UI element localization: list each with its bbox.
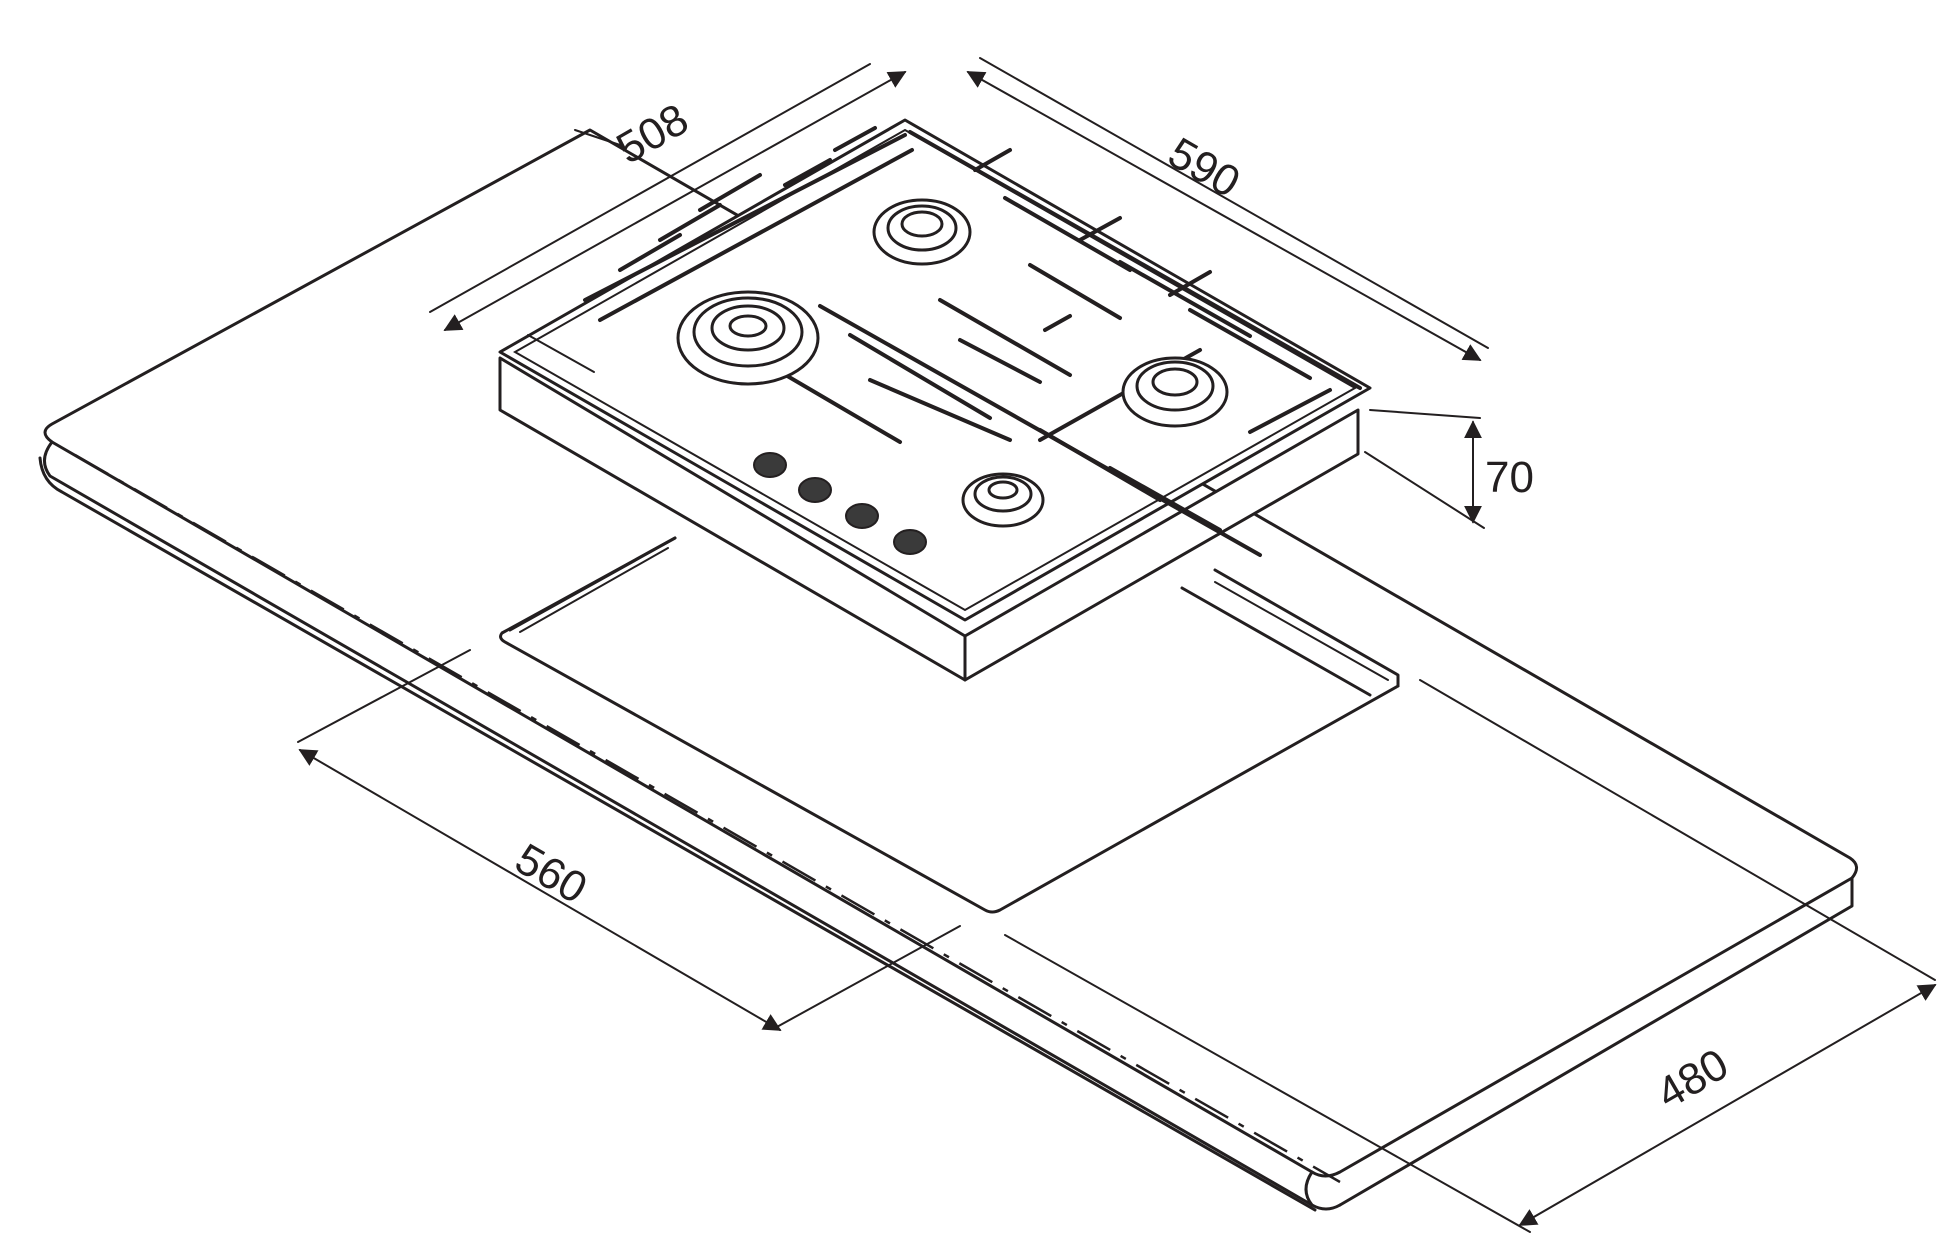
worktop-right-edge: [1338, 876, 1854, 1207]
cutout-rear-edge-left-inner: [519, 547, 669, 633]
knob-4: [893, 529, 927, 555]
cutout-right-edge: [1213, 568, 1400, 688]
burner-front-right: [961, 472, 1045, 528]
cutout-rear-edge-left: [508, 536, 677, 632]
knob-2: [798, 477, 832, 503]
cutout-far-edge: [1180, 586, 1372, 697]
worktop-back-right-corner: [1304, 1170, 1314, 1207]
burner-front-left-wok: [676, 290, 820, 386]
dimension-590-label: 590: [1160, 128, 1248, 207]
cutout-right-edge-inner: [1214, 581, 1389, 681]
dimension-70-label: 70: [1485, 453, 1534, 502]
dimension-70: 70: [1364, 409, 1534, 529]
knob-3: [845, 503, 879, 529]
dimension-560-label: 560: [507, 834, 595, 913]
knob-1: [753, 452, 787, 478]
burner-rear-left: [872, 198, 972, 266]
hob-brand-strip: [527, 334, 595, 373]
control-knobs: [753, 452, 927, 555]
burner-rear-right: [1121, 356, 1229, 428]
worktop-front-edge-lower: [38, 456, 1317, 1212]
